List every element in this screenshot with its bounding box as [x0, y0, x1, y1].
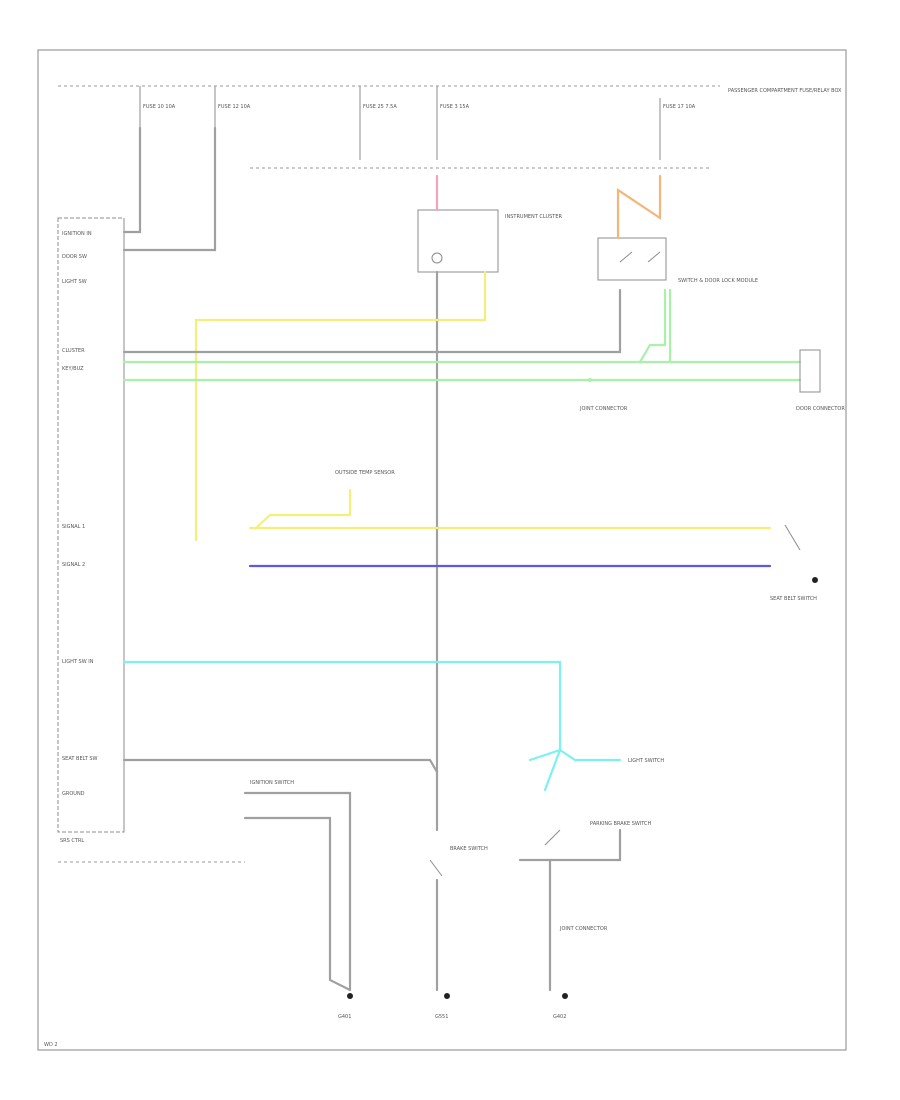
figure-id: WD 2	[44, 1042, 58, 1048]
seatbelt-contact-icon	[784, 524, 801, 551]
ground-3-icon	[562, 993, 568, 999]
brake-switch-label: BRAKE SWITCH	[450, 846, 488, 852]
wire-seatbelt	[122, 758, 439, 774]
fuse-label-3: FUSE 25 7.5A	[363, 104, 397, 110]
seatbelt-switch-label: SEAT BELT SWITCH	[770, 596, 817, 602]
fuse-label-1: FUSE 10 10A	[143, 104, 176, 110]
outside-temp-label: OUTSIDE TEMP SENSOR	[335, 470, 395, 476]
ground-icon	[812, 577, 818, 583]
door-connector-label: DOOR CONNECTOR	[796, 406, 845, 412]
pin-label-9: GROUND	[62, 791, 85, 797]
passenger-note: PASSENGER COMPARTMENT FUSE/RELAY BOX	[728, 88, 842, 94]
wire-green-3	[638, 288, 667, 364]
wire-parking-brake	[518, 828, 622, 862]
pin-label-3: CLUSTER	[62, 348, 85, 354]
wire-yellow-sensor	[254, 488, 352, 530]
switch-contact-icon	[619, 251, 633, 263]
ignition-switch-label: IGNITION SWITCH	[250, 780, 294, 786]
indicator-lamp-icon	[431, 252, 443, 264]
wire-fuse-1-feed	[122, 126, 142, 234]
srs-ctrl-label: SRS CTRL	[60, 838, 84, 844]
wire-ignition-1	[243, 791, 352, 992]
instrument-cluster-label: INSTRUMENT CLUSTER	[505, 214, 563, 220]
splice-point-icon	[588, 378, 592, 382]
pin-label-7: LIGHT SW IN	[62, 659, 94, 665]
pin-label-1: DOOR SW	[62, 254, 87, 260]
wire-cyan	[122, 660, 562, 762]
switch-module-label: SWITCH & DOOR LOCK MODULE	[678, 278, 758, 284]
pin-label-8: SEAT BELT SW	[62, 756, 98, 762]
fuse-label-2: FUSE 12 10A	[218, 104, 251, 110]
parking-brake-contact-icon	[544, 829, 561, 846]
wire-fuse-2-feed	[122, 126, 217, 252]
door-connector-box	[799, 349, 821, 393]
pin-label-6: SIGNAL 2	[62, 562, 85, 568]
wire-orange	[616, 174, 662, 240]
switch-contact-2-icon	[647, 251, 661, 263]
pin-label-5: SIGNAL 1	[62, 524, 85, 530]
pin-label-2: LIGHT SW	[62, 279, 87, 285]
ground-1-icon	[347, 993, 353, 999]
fuse-label-4: FUSE 3 15A	[440, 104, 470, 110]
diagram-frame	[37, 49, 847, 1051]
pin-label-4: KEY/BUZ	[62, 366, 84, 372]
joint-connector-1-label: JOINT CONNECTOR	[579, 406, 628, 412]
fuse-label-5: FUSE 17 10A	[663, 104, 696, 110]
ground-2-label: G551	[435, 1014, 448, 1020]
joint-connector-2-label: JOINT CONNECTOR	[559, 926, 608, 932]
ground-2-icon	[444, 993, 450, 999]
instrument-cluster-box	[417, 209, 499, 273]
wire-yellow-cluster	[194, 270, 487, 542]
wire-black-cluster	[122, 288, 622, 354]
switch-module-box	[597, 237, 667, 281]
parking-brake-label: PARKING BRAKE SWITCH	[590, 821, 652, 827]
light-switch-label: LIGHT SWITCH	[628, 758, 664, 764]
grounds: G401 G551 G402	[338, 993, 568, 1020]
ground-3-label: G402	[553, 1014, 566, 1020]
wire-cyan-2	[558, 748, 622, 762]
wire-ignition-2	[243, 816, 352, 992]
wire-cyan-3	[543, 748, 562, 792]
pin-labels: IGNITION IN DOOR SW LIGHT SW CLUSTER KEY…	[62, 231, 98, 797]
ground-1-label: G401	[338, 1014, 351, 1020]
pin-label-0: IGNITION IN	[62, 231, 92, 237]
fuse-labels: FUSE 10 10A FUSE 12 10A FUSE 25 7.5A FUS…	[143, 104, 696, 110]
brake-contact-icon	[429, 859, 443, 877]
fuse-drops	[139, 86, 661, 160]
